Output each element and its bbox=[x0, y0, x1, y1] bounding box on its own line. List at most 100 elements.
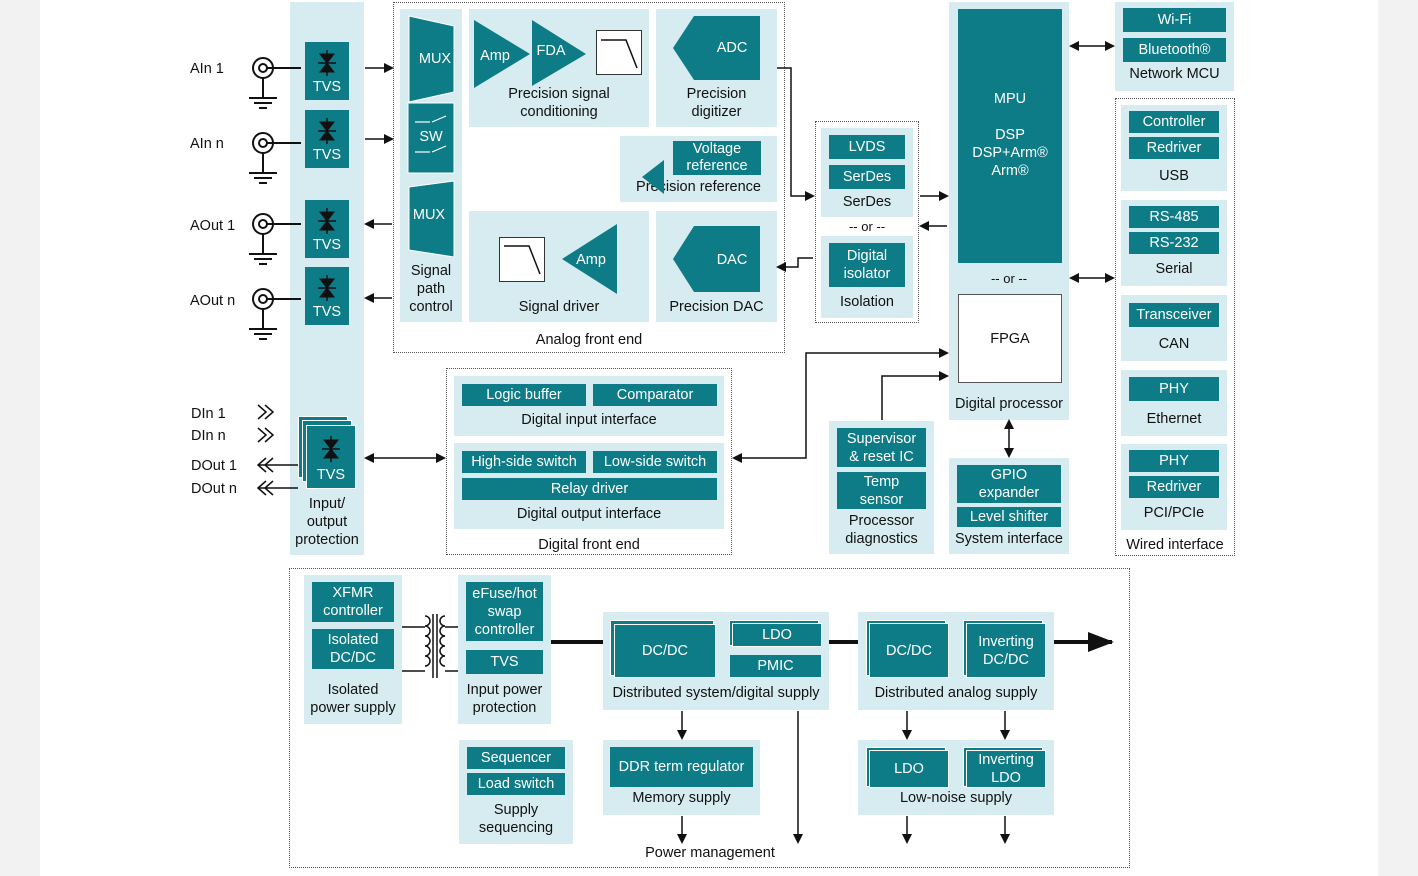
temp-sensor-chip: Temp sensor bbox=[837, 472, 926, 509]
sequencing-title: Supply sequencing bbox=[478, 802, 554, 836]
analog-supply-title: Distributed analog supply bbox=[874, 685, 1038, 701]
input-power-title: Input power protection bbox=[466, 682, 543, 716]
power-arrows bbox=[551, 632, 1114, 844]
pcie-title: PCI/PCIe bbox=[1143, 505, 1205, 521]
dcdc2-chip: DC/DC bbox=[869, 623, 949, 678]
signal-driver-title: Signal driver bbox=[518, 299, 600, 315]
ethernet-phy-chip: PHY bbox=[1129, 377, 1219, 401]
diagnostics-title: Processor diagnostics bbox=[845, 513, 918, 547]
memory-supply-title: Memory supply bbox=[632, 790, 731, 806]
usb-title: USB bbox=[1159, 168, 1189, 184]
label-ain1: AIn 1 bbox=[190, 61, 224, 77]
interface-group bbox=[815, 121, 919, 323]
tvs-label: TVS bbox=[312, 147, 342, 163]
precision-reference-title: Precision reference bbox=[636, 179, 761, 195]
usb-controller-chip: Controller bbox=[1129, 111, 1219, 133]
tvs-chip-digital: TVS bbox=[306, 425, 356, 489]
level-shifter-chip: Level shifter bbox=[957, 507, 1061, 527]
amp-label: Amp bbox=[480, 48, 510, 64]
block-diagram: TVS TVS TVS TVS TVS Input/ output protec… bbox=[40, 0, 1378, 876]
analog-front-end-title: Analog front end bbox=[535, 332, 643, 348]
serial-title: Serial bbox=[1155, 261, 1193, 277]
tvs-label: TVS bbox=[312, 237, 342, 253]
power-management-group bbox=[289, 568, 1130, 868]
wired-interface-group bbox=[1115, 98, 1235, 556]
ddr-regulator-chip: DDR term regulator bbox=[610, 747, 753, 787]
isolated-dcdc-chip: Isolated DC/DC bbox=[312, 629, 394, 669]
mux-label: MUX bbox=[419, 51, 452, 67]
xfmr-controller-chip: XFMR controller bbox=[312, 582, 394, 622]
amp2-label: Amp bbox=[576, 252, 606, 268]
rs232-chip: RS-232 bbox=[1129, 232, 1219, 254]
tvs-label: TVS bbox=[312, 79, 342, 95]
mpu-chip bbox=[958, 9, 1062, 263]
processor-or: -- or -- bbox=[990, 271, 1028, 286]
system-supply-title: Distributed system/digital supply bbox=[612, 685, 820, 701]
sequencer-chip: Sequencer bbox=[467, 747, 565, 769]
digital-isolator-chip: Digital isolator bbox=[829, 243, 905, 287]
tvs-label: TVS bbox=[312, 304, 342, 320]
ldo2-chip: LDO bbox=[869, 750, 949, 788]
label-dinn: DIn n bbox=[191, 428, 226, 444]
rs485-chip: RS-485 bbox=[1129, 206, 1219, 228]
digitizer-title: Precision digitizer bbox=[686, 86, 747, 120]
inverting-dcdc-chip: Inverting DC/DC bbox=[966, 623, 1046, 678]
filter-chip-2 bbox=[499, 237, 545, 282]
voltage-reference-chip: Voltage reference bbox=[673, 141, 761, 175]
transformer-icon bbox=[402, 614, 458, 678]
isolation-title: Isolation bbox=[839, 294, 894, 310]
mux2-label: MUX bbox=[413, 207, 446, 223]
connections-overlay: MUX SW MUX Amp FDA ADC Amp DAC bbox=[249, 15, 1115, 844]
transceiver-chip: Transceiver bbox=[1129, 303, 1219, 327]
label-aoutn: AOut n bbox=[190, 293, 236, 309]
filter-icons bbox=[504, 39, 638, 275]
label-din1: DIn 1 bbox=[191, 406, 226, 422]
signal-arrows bbox=[364, 41, 1115, 463]
wired-interface-title: Wired interface bbox=[1126, 537, 1224, 553]
digital-input-title: Digital input interface bbox=[521, 412, 657, 428]
isolated-supply-title: Isolated power supply bbox=[310, 682, 396, 716]
label-dout1: DOut 1 bbox=[191, 458, 237, 474]
logic-buffer-chip: Logic buffer bbox=[462, 384, 586, 406]
network-mcu-title: Network MCU bbox=[1129, 66, 1220, 82]
label-aout1: AOut 1 bbox=[190, 218, 236, 234]
efuse-chip: eFuse/hot swap controller bbox=[466, 582, 543, 641]
low-noise-title: Low-noise supply bbox=[899, 790, 1013, 806]
input-tvs-chip: TVS bbox=[466, 650, 543, 674]
sw-label: SW bbox=[419, 129, 443, 145]
io-protection-title: Input/ output protection bbox=[295, 496, 359, 548]
pmic-chip: PMIC bbox=[730, 655, 821, 677]
mpu-label: MPU bbox=[993, 91, 1027, 107]
wifi-chip: Wi-Fi bbox=[1123, 8, 1226, 32]
precision-dac-title: Precision DAC bbox=[669, 299, 764, 315]
label-ainn: AIn n bbox=[190, 136, 224, 152]
coax-connector-icons bbox=[249, 57, 301, 340]
tvs-label: TVS bbox=[316, 467, 346, 483]
low-side-switch-chip: Low-side switch bbox=[593, 451, 717, 473]
relay-driver-chip: Relay driver bbox=[462, 478, 717, 500]
label-doutn: DOut n bbox=[191, 481, 237, 497]
digital-output-title: Digital output interface bbox=[516, 506, 662, 522]
comparator-chip: Comparator bbox=[593, 384, 717, 406]
signal-path-shapes bbox=[407, 15, 455, 258]
conditioning-title: Precision signal conditioning bbox=[508, 86, 610, 120]
pcie-phy-chip: PHY bbox=[1129, 450, 1219, 472]
afe-shapes bbox=[474, 16, 760, 294]
digital-processor-title: Digital processor bbox=[955, 396, 1063, 412]
filter-chip bbox=[596, 30, 642, 75]
pcie-redriver-chip: Redriver bbox=[1129, 476, 1219, 498]
inverting-ldo-chip: Inverting LDO bbox=[966, 750, 1046, 788]
or-separator: -- or -- bbox=[848, 219, 886, 234]
digital-io-chevron-icons bbox=[256, 404, 298, 496]
dcdc-chip: DC/DC bbox=[614, 624, 716, 678]
high-side-switch-chip: High-side switch bbox=[462, 451, 586, 473]
dsp-label: DSP DSP+Arm® Arm® bbox=[972, 127, 1048, 179]
digital-front-end-group bbox=[446, 368, 732, 555]
digital-front-end-title: Digital front end bbox=[538, 537, 640, 553]
system-interface-title: System interface bbox=[955, 531, 1063, 547]
gpio-expander-chip: GPIO expander bbox=[957, 465, 1061, 503]
serdes-title: SerDes bbox=[842, 194, 892, 210]
serdes-chip: SerDes bbox=[829, 165, 905, 189]
fda-label: FDA bbox=[537, 43, 566, 59]
ethernet-title: Ethernet bbox=[1146, 411, 1202, 427]
